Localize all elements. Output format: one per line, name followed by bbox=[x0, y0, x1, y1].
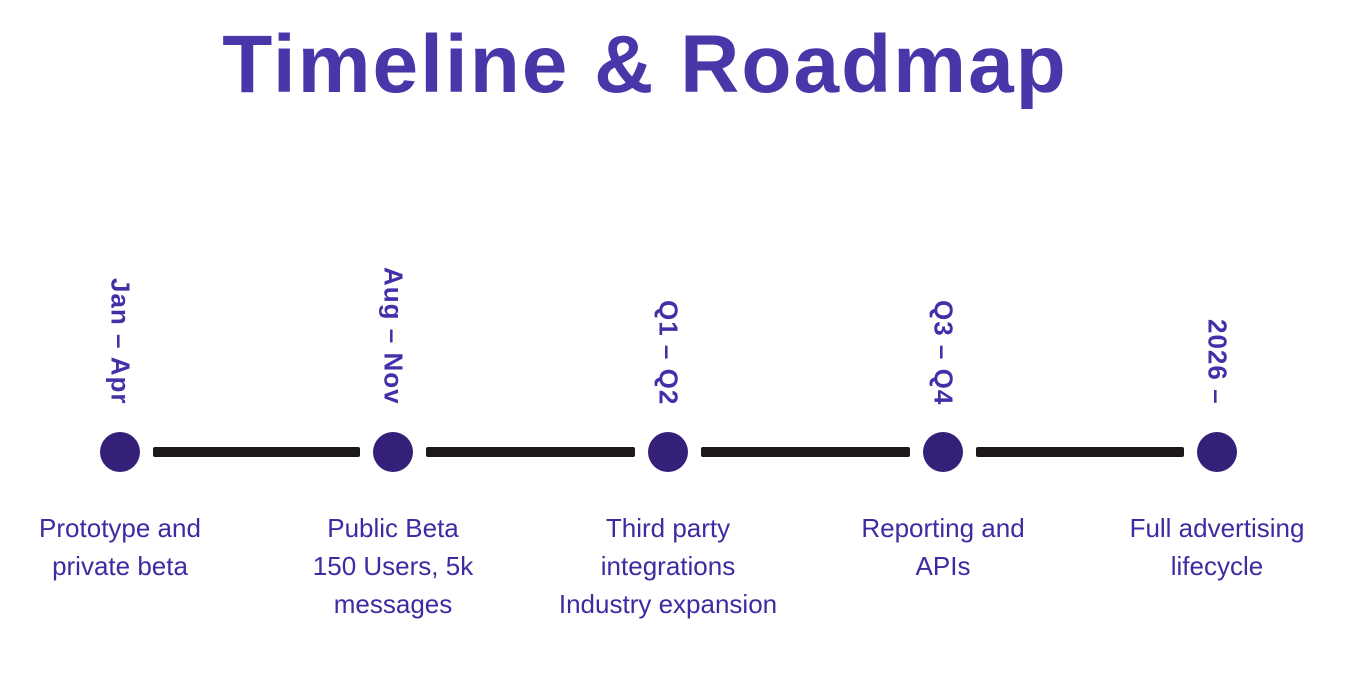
milestone-1-description: Prototype and private beta bbox=[39, 513, 201, 581]
milestone-1-dot bbox=[100, 432, 140, 472]
timeline-connector-2 bbox=[426, 447, 635, 457]
milestone-4-description: Reporting and APIs bbox=[861, 513, 1025, 581]
milestone-3-description: Third party integrations Industry expans… bbox=[558, 513, 778, 619]
timeline-connector-4 bbox=[976, 447, 1184, 457]
milestone-1-period-label: Jan – Apr bbox=[105, 278, 136, 405]
milestone-2-period-label: Aug – Nov bbox=[378, 267, 409, 405]
milestone-2-dot bbox=[373, 432, 413, 472]
timeline-connector-3 bbox=[701, 447, 910, 457]
milestone-3-dot bbox=[648, 432, 688, 472]
milestone-4-period-label: Q3 – Q4 bbox=[928, 299, 959, 405]
milestone-3-period-label: Q1 – Q2 bbox=[653, 299, 684, 405]
milestone-4-dot bbox=[923, 432, 963, 472]
milestone-2-description: Public Beta 150 Users, 5k messages bbox=[312, 513, 474, 619]
milestone-5-period-label: 2026 – bbox=[1202, 319, 1233, 405]
milestone-5-dot bbox=[1197, 432, 1237, 472]
milestone-5-description: Full advertising lifecycle bbox=[1129, 513, 1305, 581]
timeline-connector-1 bbox=[153, 447, 360, 457]
page-title: Timeline & Roadmap bbox=[222, 19, 1068, 110]
